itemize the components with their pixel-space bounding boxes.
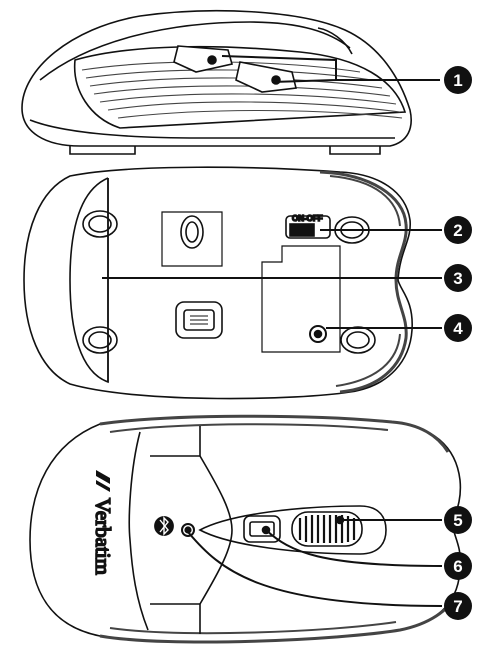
callout-6-number: 6 <box>453 557 462 576</box>
button-slot <box>198 505 387 555</box>
callout-4-number: 4 <box>453 319 463 338</box>
side-view-outline <box>21 9 412 147</box>
side-button-back <box>235 61 297 93</box>
callout-7: 7 <box>444 592 472 620</box>
bottom-foot-1 <box>82 210 118 238</box>
power-switch-label: ON-OFF <box>292 214 323 223</box>
callout-badges: 1 2 3 4 5 6 7 <box>444 66 472 620</box>
callout-5-number: 5 <box>453 511 462 530</box>
top-view-rim-bottom <box>99 595 458 644</box>
scroll-wheel <box>291 511 363 547</box>
bottom-view: ON-OFF <box>23 166 442 400</box>
callout-6-leader <box>265 529 443 567</box>
bottom-view-rim <box>319 170 408 394</box>
side-view-grip-outline <box>73 45 407 129</box>
top-view-rim-top <box>99 414 450 453</box>
side-button-forward <box>173 45 234 73</box>
callout-2-number: 2 <box>453 221 462 240</box>
side-view-grip-ribs <box>81 61 403 119</box>
callout-4: 4 <box>444 314 472 342</box>
callout-1: 1 <box>444 66 472 94</box>
brand-text: Verbatim <box>91 498 115 575</box>
callout-3: 3 <box>444 264 472 292</box>
battery-cover <box>261 245 341 353</box>
side-view-wheel <box>317 27 353 55</box>
top-view: Verbatim <box>29 414 462 644</box>
bluetooth-icon <box>154 516 174 536</box>
bottom-foot-2 <box>82 326 118 354</box>
callout-7-leader <box>187 531 443 607</box>
sensor-lens <box>180 215 204 249</box>
callout-6: 6 <box>444 552 472 580</box>
brand-mark-icon <box>96 470 110 492</box>
side-view-base <box>29 119 395 139</box>
callout-7-number: 7 <box>453 597 462 616</box>
side-view-top-shell <box>39 21 351 81</box>
top-view-center-panel <box>199 455 233 605</box>
bottom-foot-4 <box>340 326 376 354</box>
side-view-foot <box>69 146 381 155</box>
callout-1-number: 1 <box>453 71 462 90</box>
bottom-view-outline <box>23 166 413 400</box>
callout-3-number: 3 <box>453 269 462 288</box>
callout-2: 2 <box>444 216 472 244</box>
side-view <box>21 9 440 155</box>
sensor-panel <box>161 211 223 267</box>
brand-logo: Verbatim <box>90 470 116 576</box>
bottom-view-plate <box>69 177 109 384</box>
callout-1-leader <box>221 55 440 83</box>
callout-5: 5 <box>444 506 472 534</box>
top-view-palm-panel <box>128 431 149 631</box>
optical-sensor <box>175 301 223 339</box>
